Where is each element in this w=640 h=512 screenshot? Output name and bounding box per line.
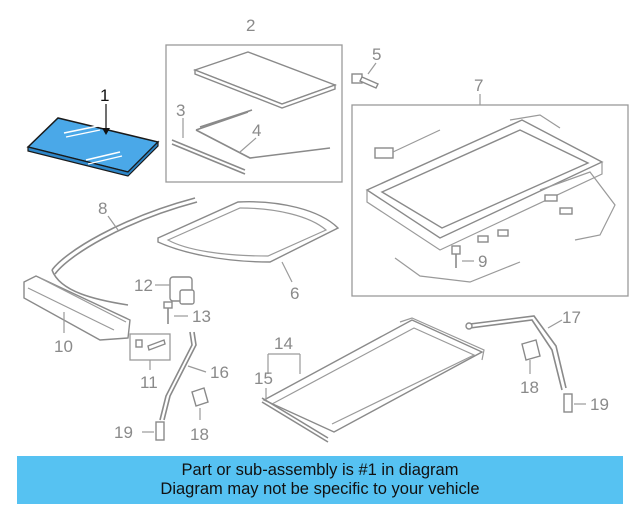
- part-10-deflector[interactable]: [23, 275, 131, 341]
- leader-4: [239, 137, 257, 153]
- part-18a-clip[interactable]: [191, 387, 209, 407]
- callout-4[interactable]: 4: [252, 121, 261, 140]
- info-banner: Part or sub-assembly is #1 in diagram Di…: [17, 456, 623, 504]
- callout-13[interactable]: 13: [192, 307, 211, 326]
- callout-18a[interactable]: 18: [190, 425, 209, 444]
- callout-19a[interactable]: 19: [114, 423, 133, 442]
- part-7-frame-assembly[interactable]: [365, 114, 616, 283]
- leader-6: [281, 261, 293, 283]
- callout-5[interactable]: 5: [372, 45, 381, 64]
- leader-1-arrow: [102, 128, 110, 135]
- group-box-7: [351, 104, 629, 297]
- callout-1[interactable]: 1: [100, 86, 109, 105]
- callout-16[interactable]: 16: [210, 363, 229, 382]
- part-19a-fitting[interactable]: [155, 421, 165, 441]
- callout-12[interactable]: 12: [134, 276, 153, 295]
- callout-11[interactable]: 11: [140, 373, 158, 392]
- part-1-sunroof-glass[interactable]: [26, 117, 160, 177]
- part-6-weatherstrip[interactable]: [157, 201, 340, 263]
- banner-line-2: Diagram may not be specific to your vehi…: [160, 480, 480, 498]
- callout-19b[interactable]: 19: [590, 395, 609, 414]
- part-17-drain-hose[interactable]: [465, 315, 567, 391]
- callout-3[interactable]: 3: [176, 101, 185, 120]
- callout-10[interactable]: 10: [54, 337, 73, 356]
- banner-line-1: Part or sub-assembly is #1 in diagram: [181, 461, 459, 479]
- callout-2[interactable]: 2: [246, 16, 255, 35]
- part-11-kit-contents: [135, 339, 166, 351]
- callout-18b[interactable]: 18: [520, 378, 539, 397]
- part-16-drain-hose[interactable]: [159, 331, 197, 421]
- leader-17: [547, 319, 563, 329]
- part-9-bolt[interactable]: [451, 245, 461, 268]
- leader-8: [107, 215, 119, 231]
- part-4-seal[interactable]: [195, 109, 331, 159]
- callout-15[interactable]: 15: [254, 369, 273, 388]
- part-3-seal[interactable]: [171, 139, 246, 175]
- part-19b-fitting[interactable]: [563, 393, 573, 413]
- part-12-motor[interactable]: [169, 276, 195, 305]
- leader-16: [187, 365, 207, 373]
- callout-6[interactable]: 6: [290, 284, 299, 303]
- part-5-bolt[interactable]: [351, 73, 379, 89]
- part-13-screw[interactable]: [163, 301, 173, 324]
- part-2-panel[interactable]: [192, 51, 338, 109]
- part-8-seal-strip[interactable]: [51, 197, 198, 306]
- part-15-rail[interactable]: [261, 397, 329, 443]
- part-14-sunshade[interactable]: [262, 317, 485, 433]
- callout-8[interactable]: 8: [98, 199, 107, 218]
- part-18b-clip[interactable]: [521, 339, 541, 361]
- callout-14[interactable]: 14: [274, 334, 293, 353]
- leader-5: [367, 62, 377, 75]
- callout-9[interactable]: 9: [478, 252, 487, 271]
- callout-7[interactable]: 7: [474, 76, 483, 95]
- callout-17[interactable]: 17: [562, 308, 581, 327]
- group-box-2: [165, 44, 343, 183]
